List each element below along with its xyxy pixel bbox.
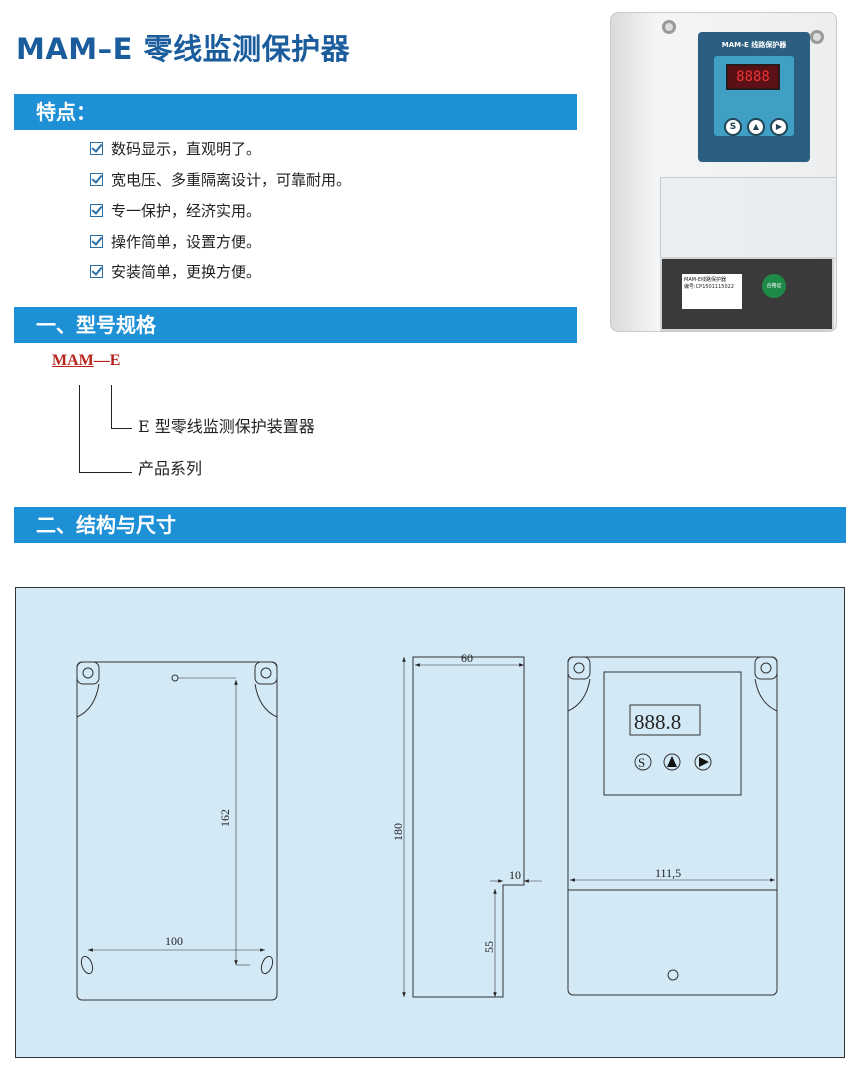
display-readout: 888.8 [634, 710, 681, 734]
front-view: 888.8 S 111,5 [567, 656, 777, 995]
feature-item: 安装简单，更换方便。 [90, 261, 261, 282]
up-button-icon: ▲ [747, 118, 765, 136]
right-arrow-icon [698, 756, 709, 767]
seal-text: 合格证 [766, 283, 782, 289]
checkbox-icon [90, 142, 103, 155]
dim-height: 180 [391, 823, 405, 841]
tree-line-series [79, 385, 132, 473]
dim-hole-horizontal: 100 [165, 934, 183, 948]
nameplate-line: 编号:CP1501115022 [684, 284, 735, 290]
right-button-icon: ▶ [770, 118, 788, 136]
up-arrow-icon [666, 755, 677, 767]
feature-item: 数码显示，直观明了。 [90, 138, 261, 159]
checkbox-icon [90, 265, 103, 278]
s-button-drawing: S [638, 755, 645, 770]
tree-line-type [111, 385, 132, 429]
panel-label: MAM-E 线路保护器 [721, 41, 787, 49]
structure-heading-bar: 二、结构与尺寸 [14, 507, 846, 543]
features-heading-bar: 特点： [14, 94, 577, 130]
feature-item: 宽电压、多重隔离设计，可靠耐用。 [90, 169, 351, 190]
side-view: 60 180 10 55 [391, 651, 542, 997]
checkbox-icon [90, 204, 103, 217]
led-display: 8888 [726, 64, 780, 90]
feature-item: 操作简单，设置方便。 [90, 231, 261, 252]
model-code-separator: — [93, 352, 110, 369]
feature-text: 专一保护，经济实用。 [111, 202, 262, 220]
feature-text: 宽电压、多重隔离设计，可靠耐用。 [111, 171, 352, 189]
dim-step: 10 [509, 868, 521, 882]
qualification-seal: 合格证 [762, 274, 786, 298]
checkbox-icon [90, 173, 103, 186]
dim-hole-vertical: 162 [218, 809, 232, 827]
nameplate-line: MAM-E线路保护器 [684, 277, 727, 283]
model-series-code: MAM [52, 352, 94, 369]
model-spec-heading-bar: 一、型号规格 [14, 307, 577, 343]
dim-width: 111,5 [655, 866, 681, 880]
series-description: 产品系列 [138, 459, 203, 478]
feature-text: 操作简单，设置方便。 [111, 233, 262, 251]
page-title: MAM–E 零线监测保护器 [16, 32, 351, 66]
feature-text: 数码显示，直观明了。 [111, 140, 262, 158]
feature-item: 专一保护，经济实用。 [90, 200, 261, 221]
product-photo: MAM-E 线路保护器 8888 S ▲ ▶ MAM-E线路保护器编号:CP15… [610, 12, 840, 332]
dim-depth: 60 [461, 651, 473, 665]
back-view: 162 100 [76, 661, 277, 1000]
checkbox-icon [90, 235, 103, 248]
dimension-drawing: 162 100 60 180 10 55 888.8 S [15, 587, 845, 1058]
model-type-code: E [109, 352, 121, 369]
s-button-icon: S [724, 118, 742, 136]
nameplate: MAM-E线路保护器编号:CP1501115022 [682, 274, 742, 309]
feature-text: 安装简单，更换方便。 [111, 263, 262, 281]
type-description: E 型零线监测保护装置器 [138, 417, 315, 436]
model-code: MAM—E [52, 352, 120, 370]
dim-lower-height: 55 [482, 941, 496, 953]
